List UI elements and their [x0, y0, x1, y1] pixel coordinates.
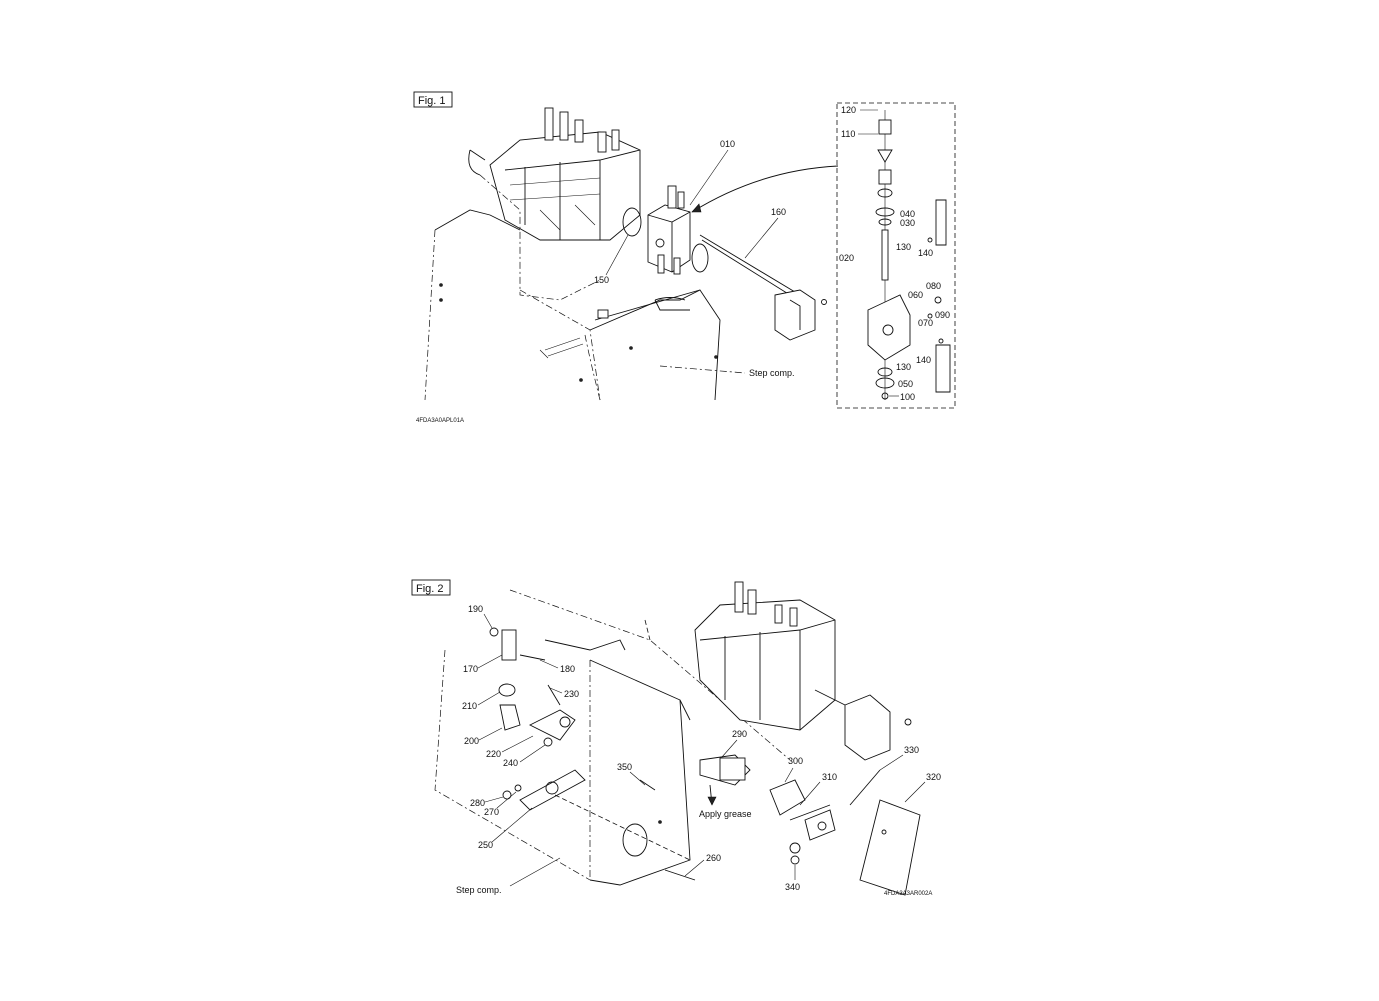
figure-2-title: Fig. 2	[416, 583, 444, 595]
callout-110: 110	[841, 129, 855, 139]
figure-1-detail-parts	[867, 110, 951, 400]
figure-2-title-box	[411, 579, 451, 596]
callout-320: 320	[926, 772, 941, 782]
figure-1: Fig. 1	[413, 91, 956, 424]
figure-1-step-label: Step comp.	[749, 368, 795, 378]
figure-2-lever-parts	[489, 627, 696, 881]
callout-010: 010	[720, 139, 735, 149]
figure-1-frame	[424, 174, 721, 401]
callout-280: 280	[470, 798, 485, 808]
figure-2: Fig. 2	[411, 579, 941, 897]
callout-210: 210	[462, 701, 477, 711]
figure-1-detail-arrow	[691, 203, 702, 213]
callout-140b: 140	[916, 355, 931, 365]
callout-140a: 140	[918, 248, 933, 258]
callout-310: 310	[822, 772, 837, 782]
callout-260: 260	[706, 853, 721, 863]
figure-1-step-leader	[659, 365, 746, 374]
callout-300: 300	[788, 756, 803, 766]
callout-350: 350	[617, 762, 632, 772]
figure-2-grease-note: Apply grease	[699, 809, 752, 819]
callout-050: 050	[898, 379, 913, 389]
callout-150: 150	[594, 275, 609, 285]
figure-1-title: Fig. 1	[418, 95, 446, 107]
figure-2-step-label: Step comp.	[456, 885, 502, 895]
figure-1-rod-160	[539, 234, 827, 359]
figure-1-title-box	[413, 91, 453, 108]
callout-170: 170	[463, 664, 478, 674]
callout-220: 220	[486, 749, 501, 759]
callout-120: 120	[841, 105, 856, 115]
callout-200: 200	[464, 736, 479, 746]
callout-340: 340	[785, 882, 800, 892]
figure-1-callouts: 010 020 030 040 050 060 070 080 090 100 …	[594, 105, 950, 402]
figure-2-pump-assembly	[694, 581, 912, 761]
callout-020: 020	[839, 253, 854, 263]
callout-230: 230	[564, 689, 579, 699]
figure-2-drawing-code: 4FDA3A3AR002A	[884, 891, 932, 897]
callout-040: 040	[900, 209, 915, 219]
callout-090: 090	[935, 310, 950, 320]
figure-1-detail-leader	[691, 165, 839, 213]
figure-1-valve-010	[622, 185, 709, 275]
callout-100: 100	[900, 392, 915, 402]
callout-330: 330	[904, 745, 919, 755]
callout-130b: 130	[896, 362, 911, 372]
callout-270: 270	[484, 807, 499, 817]
callout-190: 190	[468, 604, 483, 614]
figure-1-detail-box	[836, 102, 956, 409]
callout-060: 060	[908, 290, 923, 300]
callout-160: 160	[771, 207, 786, 217]
callout-250: 250	[478, 840, 493, 850]
callout-070: 070	[918, 318, 933, 328]
figure-1-pump-assembly	[468, 107, 641, 241]
callout-080: 080	[926, 281, 941, 291]
callout-130a: 130	[896, 242, 911, 252]
callout-290: 290	[732, 729, 747, 739]
callout-180: 180	[560, 664, 575, 674]
callout-240: 240	[503, 758, 518, 768]
figure-2-step-leader	[509, 857, 561, 887]
figure-2-pedal-parts	[639, 754, 921, 896]
figure-1-drawing-code: 4FDA3A0APL01A	[416, 418, 464, 424]
figure-2-callouts: 170 180 190 200 210 220 230 240 250 260 …	[462, 604, 941, 892]
callout-030: 030	[900, 218, 915, 228]
